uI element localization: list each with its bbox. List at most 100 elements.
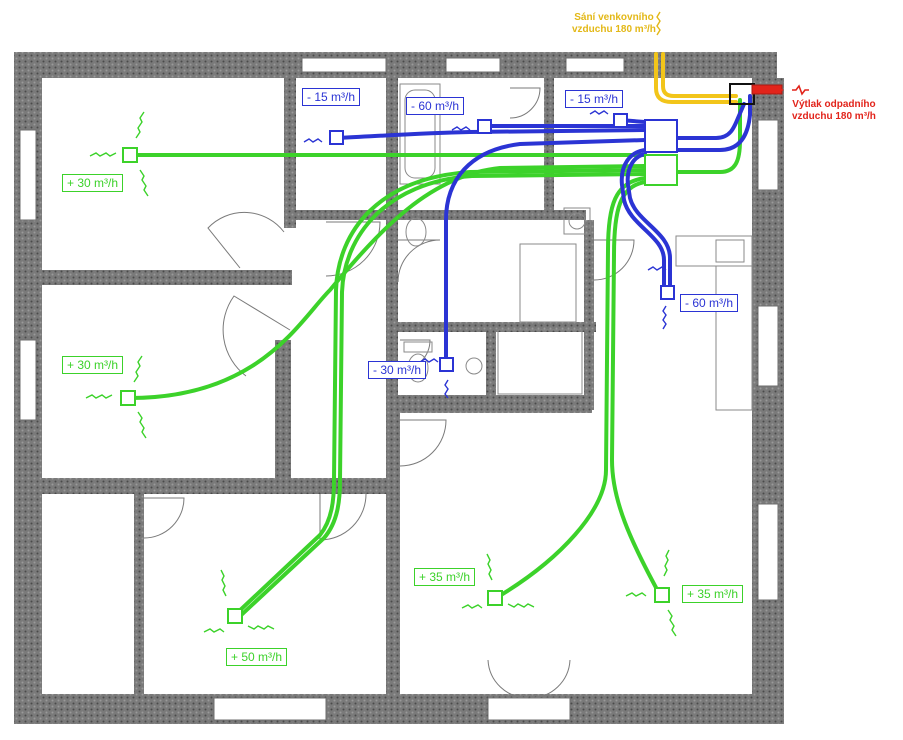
window-bottom-2	[487, 697, 571, 721]
airflow-mark	[135, 111, 145, 139]
airflow-mark	[589, 110, 609, 115]
extract-airflow-marks	[303, 110, 667, 399]
windows	[19, 57, 779, 721]
door-bedroom1	[207, 211, 285, 269]
airflow-mark	[203, 628, 225, 633]
airflow-label-living-left: + 35 m³/h	[414, 568, 476, 586]
airflow-mark	[663, 549, 670, 577]
intake-annotation: Sání venkovního vzduchu 180 m³/h	[572, 12, 656, 36]
kitchen-counter	[675, 235, 753, 267]
airflow-label-kitchen: - 60 m³/h	[680, 294, 739, 312]
window-right-3	[757, 503, 779, 601]
wc-basin	[465, 357, 483, 375]
supply-terminals	[120, 147, 670, 624]
wall-bedroom2-right	[275, 340, 291, 488]
airflow-mark	[303, 138, 323, 143]
outer-wall-bottom	[14, 694, 784, 724]
supply-duct-bedroom3-a	[233, 168, 647, 617]
airflow-mark	[461, 604, 483, 609]
exhaust-outlet	[729, 83, 809, 105]
extract-duct-wc-top	[335, 128, 647, 140]
airflow-mark	[444, 379, 449, 399]
kitchen-cabinet	[715, 265, 753, 411]
wall-bedroom3-right	[386, 400, 400, 694]
door-living	[399, 419, 447, 467]
shower-tray	[519, 243, 577, 323]
airflow-mark	[220, 569, 227, 597]
exhaust-arrow-icon	[776, 86, 784, 94]
supply-terminal-bedroom3	[227, 608, 243, 624]
supply-terminal-living-right	[654, 587, 670, 603]
airflow-label-bedroom2: + 30 m³/h	[62, 356, 124, 374]
airflow-mark	[647, 266, 667, 271]
window-top-1	[301, 57, 387, 73]
exhaust-annotation: Výtlak odpadního vzduchu 180 m³/h	[792, 99, 876, 123]
airflow-label-wc-top: - 15 m³/h	[302, 88, 361, 106]
exhaust-annotation-line2: vzduchu 180 m³/h	[792, 111, 876, 122]
airflow-mark	[133, 355, 143, 383]
exhaust-airflow-mark	[792, 84, 809, 96]
airflow-mark	[662, 305, 667, 330]
kitchen-sink	[715, 239, 745, 263]
wall-wc-right	[486, 322, 496, 402]
extract-terminal-kitchen	[660, 285, 675, 300]
window-top-3	[565, 57, 625, 73]
extract-terminal-bath	[477, 119, 492, 134]
airflow-mark	[247, 625, 275, 630]
airflow-mark	[89, 152, 117, 157]
airflow-label-living-right: + 35 m³/h	[682, 585, 744, 603]
window-right-1	[757, 119, 779, 191]
wall-hall-top	[296, 210, 586, 220]
extract-terminal-wc	[439, 357, 454, 372]
wc-toilet-tank	[403, 341, 433, 353]
wall-bath-left	[386, 78, 398, 398]
extract-ducts	[335, 94, 752, 367]
window-right-2	[757, 305, 779, 387]
wall-wc-bottom	[386, 395, 592, 413]
wall-kitchen-left	[584, 220, 594, 410]
door-kitchen	[593, 239, 635, 281]
wall-bedroom3-left-partition	[134, 494, 144, 694]
door-balcony-left	[487, 659, 529, 699]
outer-wall-top	[14, 52, 777, 78]
hru-extract-box	[644, 119, 678, 153]
window-left-2	[19, 339, 37, 421]
airflow-label-utility: - 15 m³/h	[565, 90, 624, 108]
extract-duct-kitchen-b	[625, 152, 672, 292]
airflow-mark	[137, 411, 147, 439]
supply-terminal-bedroom1	[122, 147, 138, 163]
door-utility	[509, 87, 541, 119]
door-bedroom2	[222, 295, 291, 377]
extract-duct-wc	[444, 138, 647, 367]
bath-toilet	[405, 217, 427, 247]
intake-annotation-line2: vzduchu 180 m³/h	[572, 24, 656, 35]
airflow-mark	[139, 169, 149, 197]
supply-terminal-bedroom2	[120, 390, 136, 406]
intake-annotation-line1: Sání venkovního	[574, 12, 654, 23]
exhaust-annotation-line1: Výtlak odpadního	[792, 99, 876, 110]
wall-bedroom1-bottom	[42, 270, 292, 285]
intake-duct-a	[654, 52, 738, 104]
extract-terminals	[329, 113, 675, 372]
supply-airflow-marks	[85, 111, 677, 637]
intake-duct-b	[661, 52, 738, 98]
door-bath	[397, 239, 441, 283]
washing-machine-drum	[568, 212, 586, 230]
airflow-mark	[451, 126, 471, 131]
window-left-1	[19, 129, 37, 221]
supply-terminal-living-left	[487, 590, 503, 606]
airflow-label-bedroom3: + 50 m³/h	[226, 648, 288, 666]
supply-duct-bedroom2	[128, 164, 647, 400]
airflow-mark	[419, 358, 439, 363]
extract-terminal-utility	[613, 113, 628, 128]
supply-duct-living-left	[494, 176, 647, 600]
wardrobe-hall	[497, 329, 583, 395]
door-balcony-right	[529, 659, 571, 699]
supply-duct-bedroom3-b	[236, 172, 647, 620]
heat-recovery-unit	[644, 119, 678, 186]
airflow-mark	[667, 609, 677, 637]
washing-machine	[563, 207, 591, 235]
airflow-mark	[625, 592, 647, 597]
hru-supply-box	[644, 154, 678, 186]
